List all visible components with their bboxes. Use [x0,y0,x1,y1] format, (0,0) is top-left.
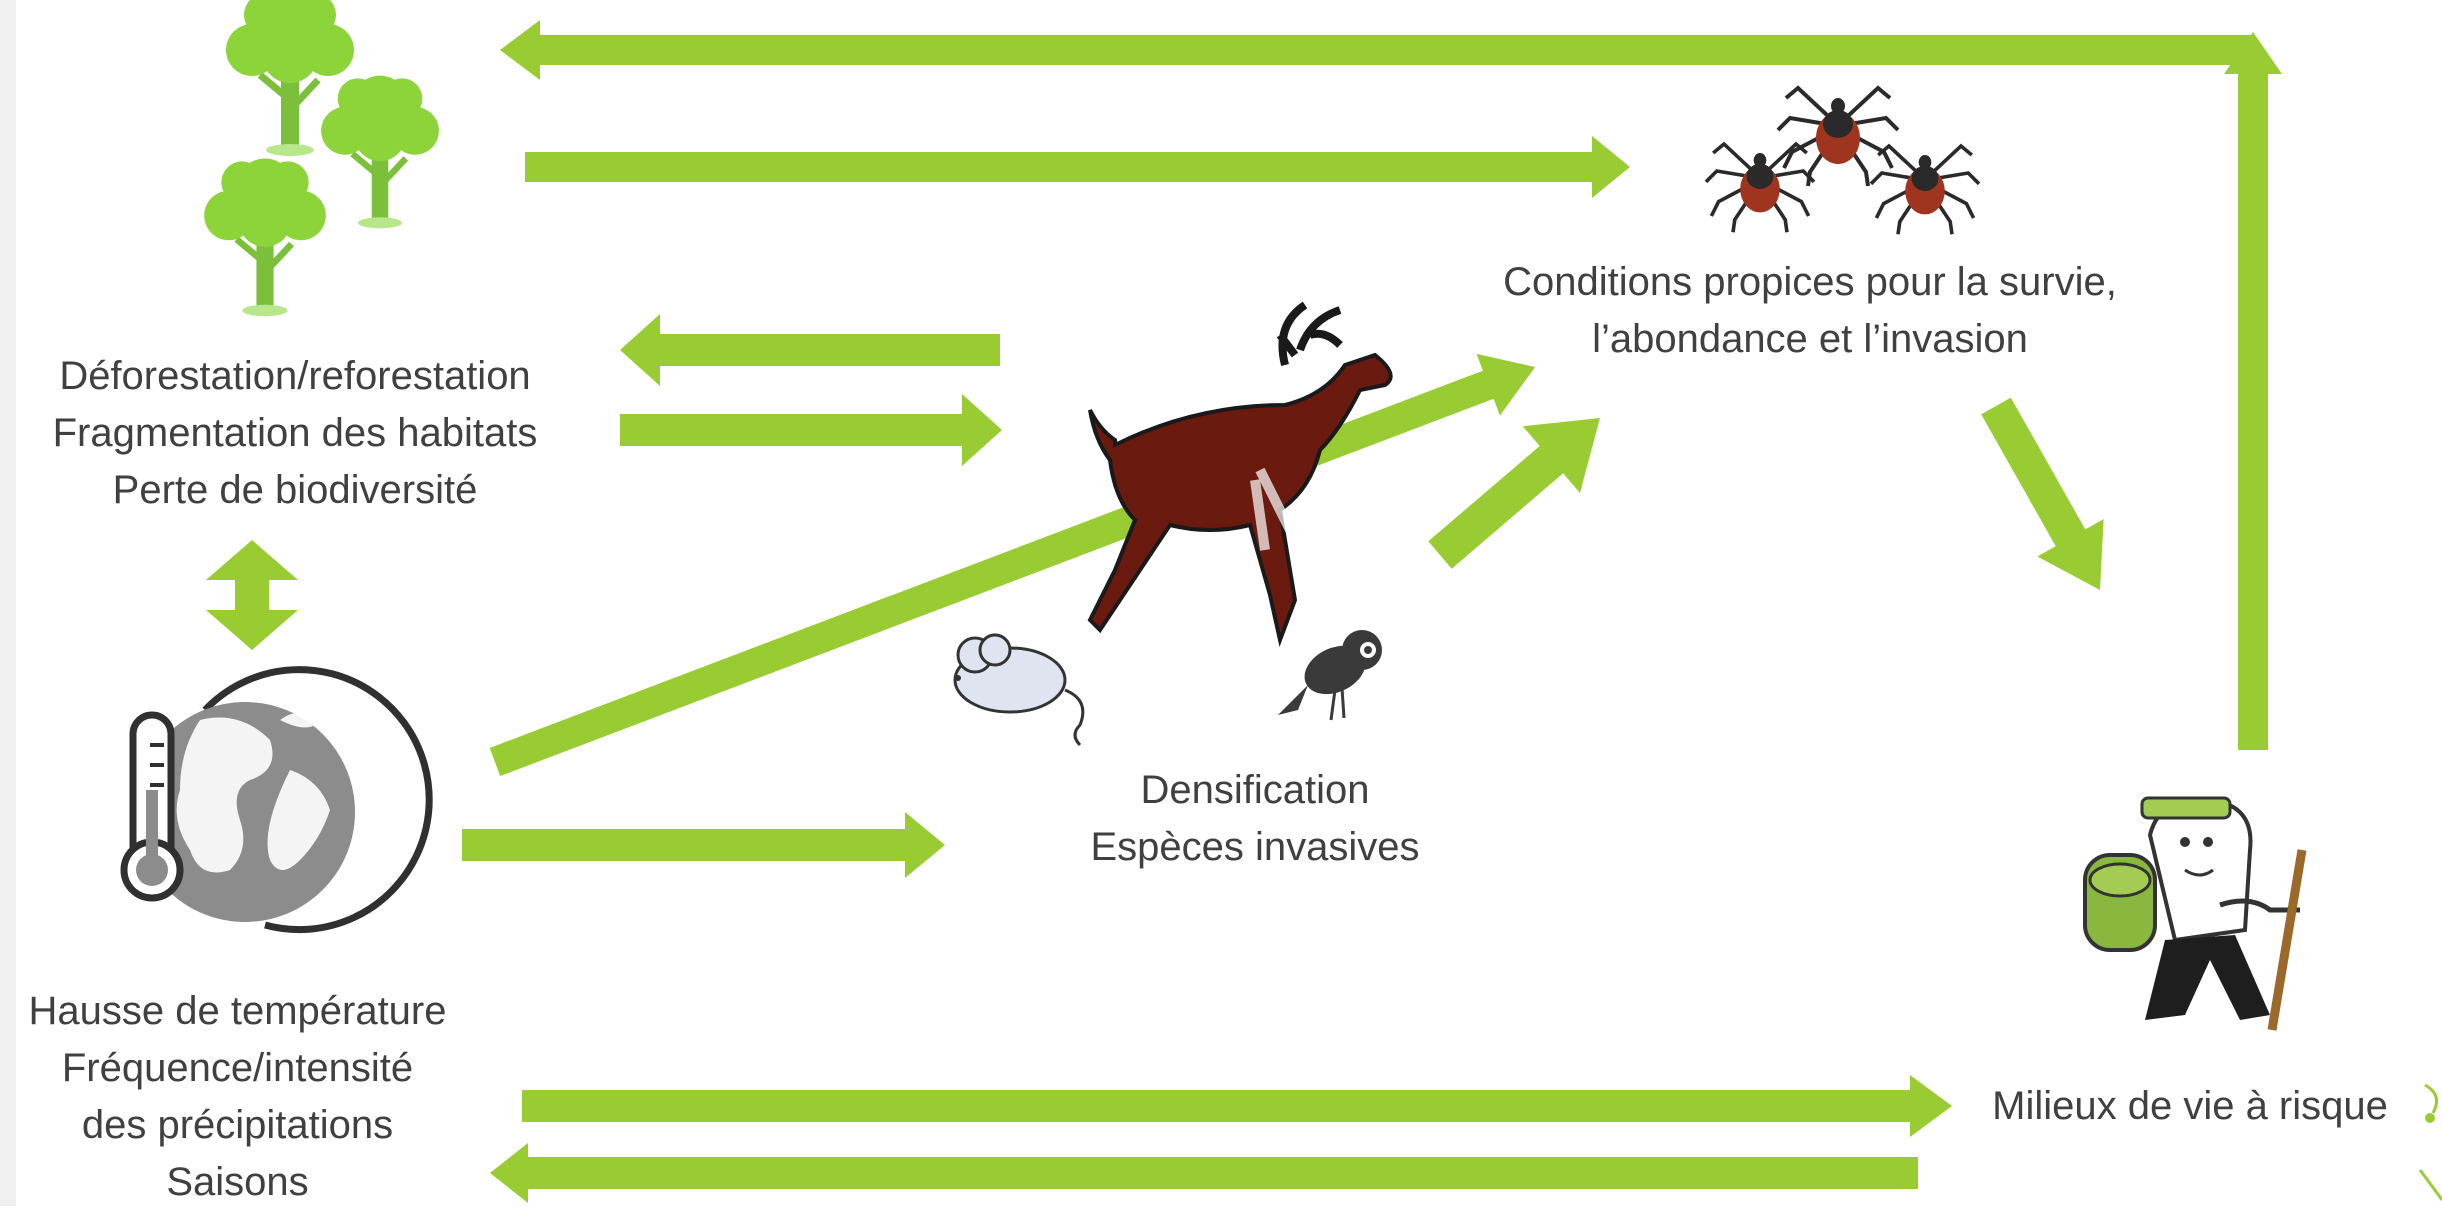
arrow-climate-to-hosts [462,812,945,878]
hosts-label: Densification Espèces invasives [1090,768,1420,869]
arrows-layer [206,20,2282,1203]
deer-mouse-bird-icon [953,301,1393,747]
arrow-top-feedback-to-habitat [500,20,2253,80]
arrow-habitat-to-ticks [525,136,1630,198]
habitat-label: Déforestation/reforestation Fragmentatio… [52,354,538,512]
climate-label: Hausse de température Fréquence/intensit… [28,989,447,1204]
arrow-climate-to-humans [522,1075,1952,1137]
arrow-hosts-to-habitat [620,314,1000,386]
thermometer-globe-icon [120,666,433,934]
mouse-icon [953,633,1085,747]
trees-icon [204,0,439,316]
corner-decoration-icon [2418,1083,2442,1201]
arrow-habitat-to-hosts [620,394,1002,466]
left-edge-strip [0,0,16,1206]
arrow-humans-up [2224,32,2282,750]
hiker-icon [2083,796,2307,1031]
arrow-ticks-to-humans [1981,397,2104,590]
humans-label: Milieux de vie à risque [1992,1084,2388,1128]
arrow-hosts-to-ticks [1428,418,1600,569]
bird-icon [1278,630,1382,721]
arrow-habitat-climate-bidirectional [206,540,298,650]
ticks-icon [1704,86,1981,236]
ticks-label: Conditions propices pour la survie, l’ab… [1503,260,2117,361]
arrow-humans-to-climate [490,1143,1918,1203]
